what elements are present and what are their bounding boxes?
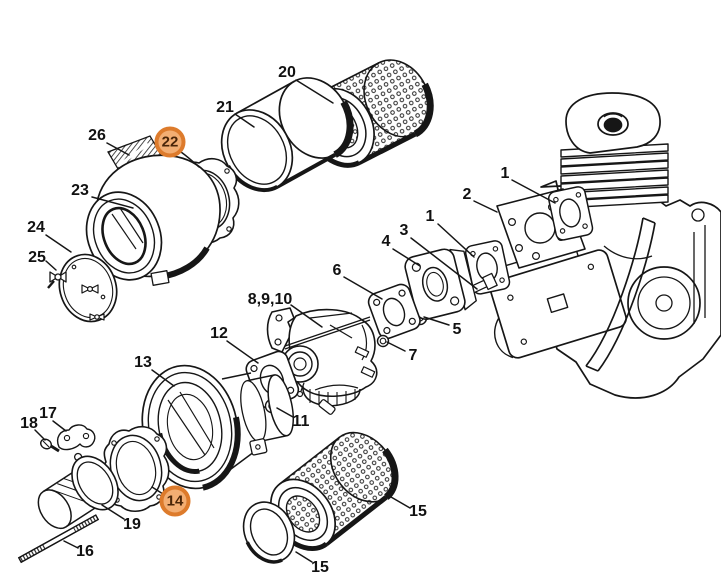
wing-nut-25-drawing [47, 271, 67, 289]
ring-15-left-drawing [242, 501, 296, 564]
part-label-5-15[interactable]: 5 [452, 321, 462, 338]
part-label-12-14[interactable]: 12 [210, 325, 228, 342]
part-label-26-2[interactable]: 26 [88, 127, 106, 144]
nut-7-drawing [376, 334, 390, 348]
part-label-24-5[interactable]: 24 [27, 219, 45, 236]
part-label-23-4[interactable]: 23 [71, 182, 89, 199]
leader-lines [34, 79, 556, 563]
part-label-11-17[interactable]: 11 [292, 413, 310, 430]
manifold-gaskets-drawing [404, 186, 594, 326]
housing-23-drawing [85, 154, 221, 286]
element-19-drawing [37, 452, 119, 530]
part-label-1-7[interactable]: 1 [500, 165, 510, 182]
part-label-18-20[interactable]: 18 [20, 415, 38, 432]
part-label-19-22[interactable]: 19 [123, 516, 141, 533]
part-label-4-11[interactable]: 4 [381, 233, 391, 250]
part-label-21-1[interactable]: 21 [216, 99, 234, 116]
part-label-7-16[interactable]: 7 [408, 347, 418, 364]
part-label-2-8[interactable]: 2 [462, 186, 472, 203]
cover-plate-24-drawing [58, 253, 118, 323]
sleeve-21-drawing [220, 77, 354, 193]
part-label-17-19[interactable]: 17 [39, 405, 57, 422]
part-label-15-25[interactable]: 15 [311, 559, 329, 576]
part-label-3-10[interactable]: 3 [399, 222, 409, 239]
part-label-20-0[interactable]: 20 [278, 64, 296, 81]
stud-16-drawing [17, 514, 100, 564]
part-label-1-9[interactable]: 1 [425, 208, 435, 225]
part-label-6-12[interactable]: 6 [332, 262, 342, 279]
bracket-17-drawing [56, 424, 96, 451]
part-label-13-18[interactable]: 13 [134, 354, 152, 371]
screw-18-drawing [40, 438, 60, 453]
part-label-25-6[interactable]: 25 [28, 249, 46, 266]
part-label-8-9-10-13[interactable]: 8,9,10 [247, 291, 293, 308]
part-label-22-3[interactable]: 22 [154, 126, 186, 158]
part-label-14-21[interactable]: 14 [159, 485, 191, 517]
part-label-15-24[interactable]: 15 [409, 503, 427, 520]
part-label-16-23[interactable]: 16 [76, 543, 94, 560]
